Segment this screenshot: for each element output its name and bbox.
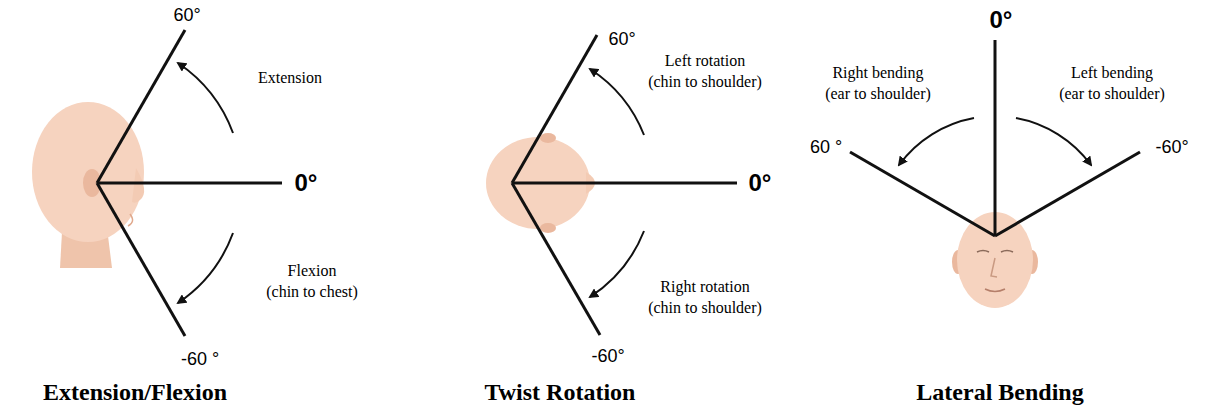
angle-line — [850, 152, 995, 236]
angle-line — [97, 183, 185, 336]
motion-arc — [590, 69, 644, 135]
angle-line — [995, 152, 1140, 236]
angle-line — [97, 30, 185, 183]
panel-title: Lateral Bending — [916, 377, 1083, 406]
panel-title: Twist Rotation — [485, 377, 636, 406]
angle-value: 60° — [173, 5, 200, 27]
motion-arc — [899, 118, 974, 165]
angle-value: -60 ° — [181, 349, 219, 371]
angle-line — [512, 35, 597, 183]
angle-value: -60° — [591, 346, 624, 368]
angle-line — [994, 40, 997, 236]
motion-arc — [178, 63, 233, 133]
panel-title: Extension/Flexion — [43, 377, 227, 406]
motion-arc — [1016, 118, 1091, 165]
angle-line — [512, 183, 600, 335]
motion-arc — [590, 231, 644, 297]
angle-value: 0° — [990, 6, 1013, 35]
motion-label: Right bending (ear to shoulder) — [825, 63, 931, 105]
angle-value: 60° — [608, 29, 635, 51]
angle-value: 0° — [295, 169, 318, 198]
angle-line — [512, 182, 737, 185]
motion-label: Right rotation (chin to shoulder) — [648, 277, 762, 319]
angle-line — [97, 182, 282, 185]
angle-value: -60° — [1155, 137, 1188, 159]
side-head — [32, 102, 144, 268]
angle-value: 0° — [749, 169, 772, 198]
motion-label: Flexion (chin to chest) — [266, 261, 358, 303]
motion-label: Left bending (ear to shoulder) — [1059, 63, 1165, 105]
motion-arc — [178, 233, 233, 303]
motion-label: Left rotation (chin to shoulder) — [648, 51, 762, 93]
angle-value: 60 ° — [810, 137, 842, 159]
motion-label: Extension — [258, 68, 322, 89]
